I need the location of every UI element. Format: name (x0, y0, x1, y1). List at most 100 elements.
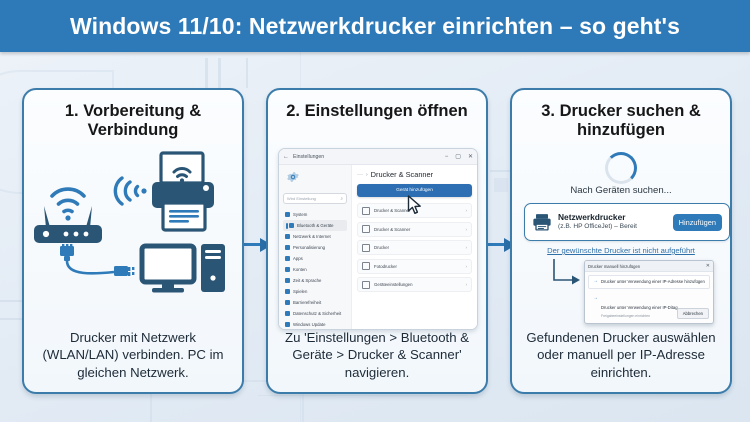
settings-list-row[interactable]: Drucker & Scanner › (357, 221, 472, 237)
row-label: Drucker & Scanner (374, 226, 411, 232)
printer-icon (362, 206, 370, 215)
chevron-right-icon: › (465, 263, 468, 269)
settings-nav-item-windows-update[interactable]: Windows Update (283, 319, 347, 329)
step-panel-1: 1. Vorbereitung & Verbindung (22, 88, 244, 394)
settings-search-input[interactable]: Wird Einstellung ⌕ (283, 193, 347, 204)
settings-nav-item-accessibility[interactable]: Barrierefreiheit (283, 297, 347, 308)
printer-icon (362, 225, 370, 233)
update-icon (285, 322, 290, 327)
breadcrumb-overflow[interactable]: ··· (357, 171, 363, 178)
settings-nav-item-bluetooth-devices[interactable]: Bluetooth & Geräte (283, 220, 347, 231)
nav-label: Windows Update (293, 322, 326, 327)
background-line-i (494, 178, 508, 192)
background-line-a (205, 58, 208, 92)
settings-nav-item-system[interactable]: System (283, 209, 347, 220)
device-name: Netzwerkdrucker (558, 212, 626, 223)
dialog-footer: Abbrechen (676, 302, 709, 320)
apps-icon (285, 256, 290, 261)
settings-search-placeholder: Wird Einstellung (287, 196, 316, 201)
elbow-arrow-icon (553, 259, 580, 285)
background-line-e (258, 395, 468, 396)
nav-label: Zeit & Sprache (293, 278, 322, 283)
close-button[interactable]: ✕ (467, 153, 473, 160)
network-printer-diagram (34, 151, 225, 293)
minimize-button[interactable]: − (444, 153, 449, 160)
row-label: Drucker & Scanner (374, 208, 411, 213)
window-controls: − ▢ ✕ (445, 149, 473, 164)
step-1-illustration (24, 148, 242, 298)
settings-nav-item-personalization[interactable]: Personalisierung (283, 242, 347, 253)
settings-nav-item-network-internet[interactable]: Netzwerk & Internet (283, 231, 347, 242)
monitor-icon (139, 243, 197, 293)
page-title: Windows 11/10: Netzwerkdrucker einrichte… (69, 12, 681, 39)
row-label: Drucker (374, 245, 390, 250)
breadcrumb: ··· › Drucker & Scanner (357, 170, 472, 179)
account-icon (285, 267, 290, 272)
background-line-f (0, 300, 30, 302)
arrow-right-icon: → (593, 278, 598, 284)
manual-printer-dialog: Drucker manuell hinzufügen ✕ → Drucker u… (584, 260, 714, 324)
settings-window-title: Einstellungen (293, 153, 325, 160)
dialog-option-label: Drucker unter Verwendung einer IP-Adress… (601, 279, 705, 284)
settings-list-row[interactable]: Drucker › (357, 240, 472, 255)
printer-not-listed-link[interactable]: Der gewünschte Drucker ist nicht aufgefü… (547, 246, 695, 255)
step-2-caption: Zu 'Einstellungen > Bluetooth & Geräte >… (285, 329, 469, 381)
settings-nav-item-privacy-security[interactable]: Datenschutz & Sicherheit (283, 308, 347, 319)
row-label: Geräteeinstellungen (374, 282, 413, 287)
nav-label: Netzwerk & Internet (293, 234, 331, 239)
shield-icon (285, 311, 290, 316)
system-icon (285, 212, 290, 217)
chevron-right-icon: › (465, 245, 468, 250)
nav-label: Datenschutz & Sicherheit (293, 311, 342, 316)
back-arrow-icon[interactable]: ← (283, 153, 289, 160)
brush-icon (285, 245, 290, 250)
dialog-cancel-button[interactable]: Abbrechen (676, 308, 709, 319)
loading-spinner-icon (605, 152, 637, 184)
dialog-close-icon[interactable]: ✕ (705, 262, 710, 269)
dialog-title: Drucker manuell hinzufügen (588, 263, 641, 269)
settings-list-row[interactable]: Geräteeinstellungen › (357, 277, 472, 292)
settings-nav-list: System Bluetooth & Geräte Netzwerk & Int… (283, 209, 347, 329)
settings-sidebar: Wird Einstellung ⌕ System Bluetooth & Ge… (279, 165, 352, 329)
nav-label: Spielen (293, 289, 308, 294)
background-line-h (490, 170, 512, 172)
printer-icon (533, 214, 551, 231)
device-subtitle: (z.B. HP OfficeJet) – Bereit (558, 222, 637, 230)
chevron-right-icon: › (465, 282, 468, 287)
wifi-signal-icon (113, 176, 140, 206)
found-device-card[interactable]: Netzwerkdrucker (z.B. HP OfficeJet) – Be… (524, 203, 730, 241)
settings-nav-item-apps[interactable]: Apps (283, 253, 347, 264)
settings-window-mock: ← Einstellungen − ▢ ✕ Wird Einstellung (278, 148, 478, 330)
settings-nav-item-accounts[interactable]: Konten (283, 264, 347, 275)
network-icon (285, 234, 290, 239)
chevron-right-icon: › (465, 226, 468, 232)
settings-list-row[interactable]: Fotodrucker › (357, 258, 472, 274)
pen-icon (362, 280, 370, 289)
nav-label: Konten (293, 267, 307, 272)
step-3-heading: 3. Drucker suchen & hinzufügen (541, 102, 701, 140)
wifi-dot-icon (141, 188, 147, 194)
camera-icon (362, 262, 370, 270)
dialog-option-sublabel: Freigabeeinstellungen einrichten (601, 313, 651, 318)
background-line-c (246, 58, 248, 88)
settings-titlebar: ← Einstellungen − ▢ ✕ (279, 149, 477, 165)
dialog-option-ip-address[interactable]: → Drucker unter Verwendung einer IP-Adre… (588, 275, 710, 289)
add-device-button[interactable]: Gerät hinzufügen (357, 184, 472, 197)
router-icon (34, 187, 102, 243)
accessibility-icon (285, 300, 290, 305)
settings-nav-item-gaming[interactable]: Spielen (283, 286, 347, 297)
device-text: Netzwerkdrucker (z.B. HP OfficeJet) – Be… (558, 213, 673, 231)
step-1-caption: Drucker mit Netzwerk (WLAN/LAN) verbinde… (42, 329, 224, 381)
dialog-titlebar: Drucker manuell hinzufügen ✕ (585, 261, 713, 272)
gear-icon (287, 172, 299, 182)
settings-nav-item-time-language[interactable]: Zeit & Sprache (283, 275, 347, 286)
nav-label: Apps (293, 256, 303, 261)
step-3-caption: Gefundenen Drucker auswählen oder manuel… (526, 329, 716, 381)
dialog-option-label: Drucker unter Verwendung einer IP-Ditag (601, 304, 678, 310)
breadcrumb-current: Drucker & Scanner (370, 170, 434, 179)
maximize-button[interactable]: ▢ (455, 153, 461, 160)
arrow-shaft (240, 243, 262, 246)
add-printer-button[interactable]: Hinzufügen (672, 213, 722, 231)
dialog-option-ip-dialog[interactable]: → Drucker unter Verwendung einer IP-Dita… (588, 292, 710, 322)
